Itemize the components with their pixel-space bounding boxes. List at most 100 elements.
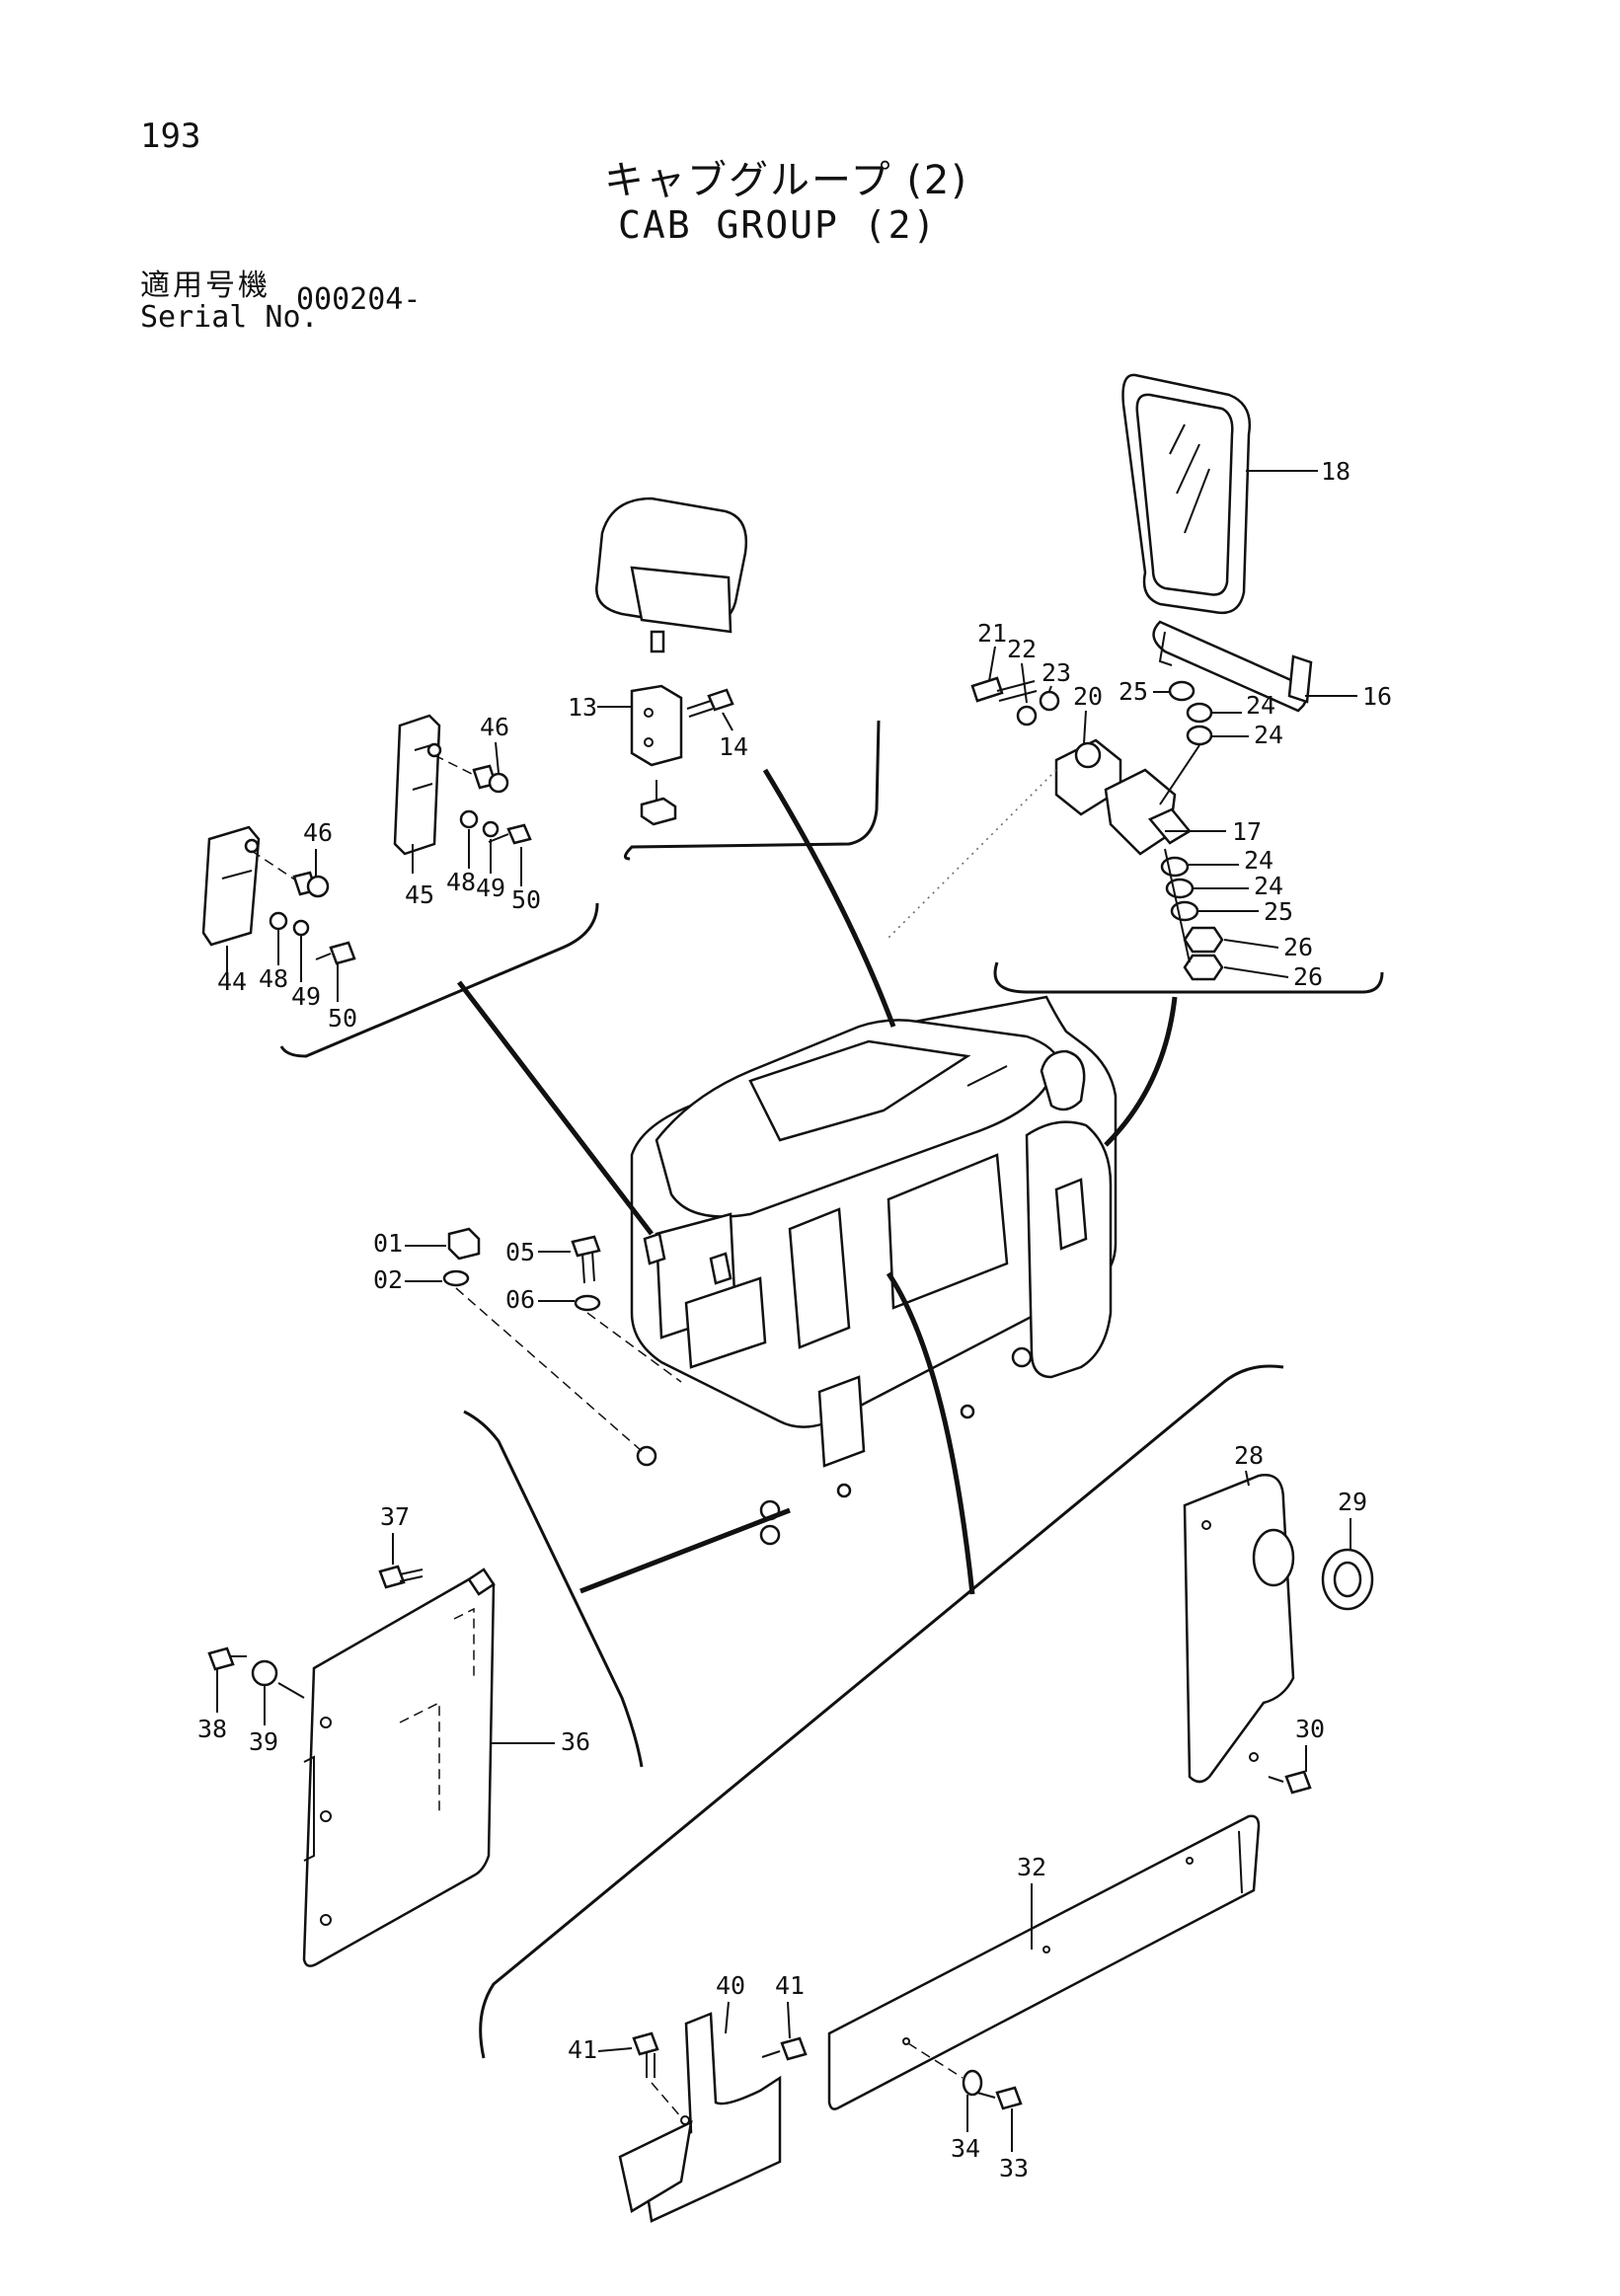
- nut-26a: [1183, 926, 1224, 954]
- connector-mirror: [1104, 996, 1178, 1147]
- connector-hooks: [457, 980, 654, 1236]
- bolt-14-shank: [686, 700, 714, 718]
- callout-37: 37: [380, 1502, 410, 1531]
- callout-32: 32: [1017, 1853, 1046, 1881]
- mirror-glass: [1135, 393, 1234, 596]
- callout-34: 34: [951, 2134, 980, 2163]
- washer-25b: [1170, 900, 1199, 922]
- rear-side-panel: [1025, 1120, 1113, 1379]
- bracket-20-boss: [1074, 741, 1102, 769]
- callout-49a: 49: [476, 874, 505, 902]
- detail-bracket-hooks: [279, 902, 599, 1058]
- leader-22: [1021, 662, 1028, 704]
- leader-14: [722, 712, 733, 731]
- hook-44-detail: [221, 870, 253, 880]
- washer-24c: [1160, 856, 1190, 878]
- detail-bracket-light: [624, 720, 881, 861]
- callout-49b: 49: [291, 982, 321, 1011]
- bolt-33-shank: [976, 2092, 996, 2099]
- washer-24b: [1186, 725, 1213, 746]
- bolt-50b-shank: [315, 953, 332, 960]
- callout-44: 44: [217, 967, 247, 996]
- callout-18: 18: [1321, 457, 1350, 486]
- axis-41a: [651, 2082, 682, 2118]
- cover-36-hole-b: [320, 1810, 332, 1822]
- leader-21: [988, 646, 996, 682]
- cover-36-hole-a: [320, 1717, 332, 1728]
- cover-36-flange: [467, 1568, 496, 1596]
- axis-39: [277, 1682, 305, 1699]
- callout-20: 20: [1073, 682, 1103, 711]
- connector-side-panels: [886, 1271, 975, 1595]
- callout-05: 05: [505, 1238, 535, 1266]
- bolt-21-head: [970, 676, 1004, 703]
- hook-45-body: [393, 714, 441, 856]
- bolt-30-shank: [1268, 1776, 1284, 1783]
- page-title-japanese: キャブグループ (2): [604, 158, 968, 203]
- bolt-50a-head: [506, 823, 532, 845]
- hook-45-pin: [426, 742, 442, 758]
- axis-46a: [433, 754, 475, 776]
- washer-02: [442, 1269, 470, 1287]
- bolt-38-head: [207, 1646, 235, 1671]
- callout-29: 29: [1338, 1488, 1367, 1516]
- callout-21: 21: [977, 619, 1007, 648]
- grommet-29-inner: [1333, 1561, 1362, 1598]
- work-light: [595, 497, 748, 826]
- cover-32-edge: [1238, 1830, 1243, 1894]
- serial-label: Serial No.: [140, 300, 319, 335]
- washer-25a: [1168, 680, 1196, 702]
- callout-25a: 25: [1119, 677, 1148, 706]
- leader-40: [725, 2001, 730, 2034]
- callout-40: 40: [716, 1971, 745, 2000]
- callout-28: 28: [1234, 1441, 1264, 1470]
- bolt-33-head: [995, 2086, 1023, 2110]
- door-window: [788, 1207, 851, 1349]
- bracket-40: [618, 2012, 782, 2223]
- plate-28-hole-b: [1249, 1752, 1259, 1762]
- callout-41b: 41: [568, 2035, 597, 2064]
- knob-46b-head: [306, 875, 330, 898]
- side-mirror-assembly: [1121, 373, 1313, 713]
- cover-32-hole-a: [1186, 1857, 1194, 1865]
- mirror-reflection: [1169, 423, 1210, 534]
- callout-50b: 50: [328, 1004, 357, 1033]
- bolt-41a-shank: [646, 2053, 656, 2078]
- callout-36: 36: [561, 1727, 590, 1756]
- serial-label-japanese: 適用号機: [140, 268, 270, 303]
- callout-26a: 26: [1283, 933, 1313, 961]
- bracket-13-hole-b: [644, 737, 654, 747]
- washer-48a: [459, 809, 479, 829]
- leader-46a: [495, 741, 500, 774]
- bolt-41b-head: [780, 2036, 808, 2061]
- callout-30: 30: [1295, 1715, 1325, 1743]
- leader-26b: [1223, 966, 1289, 978]
- side-cover-36: [302, 1568, 496, 1967]
- detail-bracket-left-panel: [463, 1410, 644, 1768]
- bolt-30-head: [1284, 1770, 1312, 1795]
- roof-window: [748, 1039, 971, 1142]
- callout-17: 17: [1232, 817, 1262, 846]
- connector-left-panel: [579, 1507, 791, 1594]
- hardware-axis: [1159, 744, 1200, 963]
- cab-mount-a: [636, 1445, 657, 1467]
- leader-20: [1083, 710, 1087, 744]
- mirror-bracket: [1054, 738, 1192, 856]
- hook-45: [393, 714, 442, 874]
- callout-13: 13: [568, 693, 597, 722]
- washer-49b: [292, 919, 310, 937]
- page-number: 193: [140, 116, 201, 156]
- side-window: [887, 1153, 1009, 1310]
- cover-36-hidden-b: [453, 1607, 475, 1678]
- cover-36-hidden-a: [399, 1701, 440, 1816]
- operator-cab: [630, 995, 1118, 1546]
- lamp-face: [630, 566, 733, 634]
- hook-44-body: [201, 825, 261, 947]
- callout-22: 22: [1007, 635, 1037, 663]
- washer-34: [962, 2069, 983, 2097]
- callout-38: 38: [197, 1715, 227, 1743]
- cover-36-body: [302, 1573, 496, 1967]
- callout-24d: 24: [1254, 872, 1283, 900]
- axis-01: [455, 1287, 643, 1452]
- axis-05: [586, 1312, 682, 1383]
